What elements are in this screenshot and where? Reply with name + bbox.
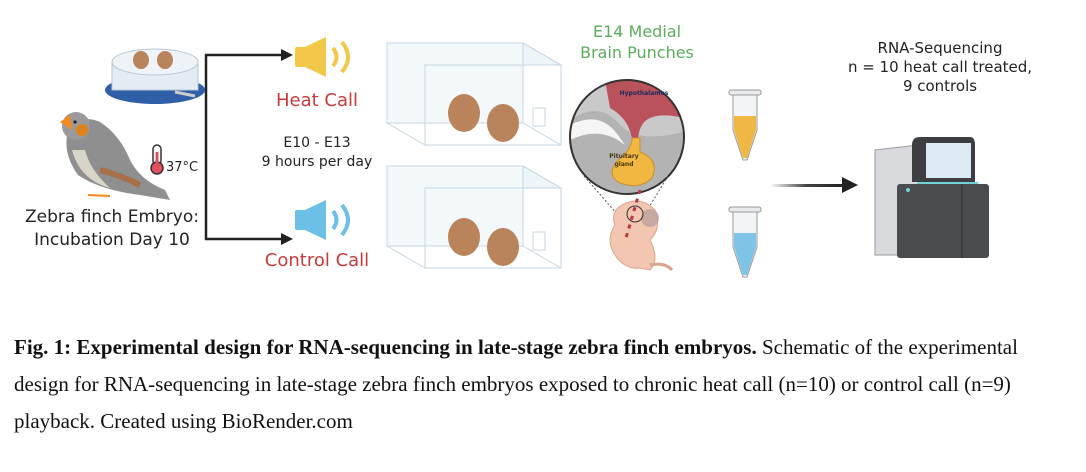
zebra-finch-icon (60, 112, 170, 200)
brain-title-line1: E14 Medial (592, 22, 682, 41)
subject-label-line2: Incubation Day 10 (34, 230, 190, 250)
brain-section-icon (569, 79, 685, 223)
arrow-icon (281, 233, 293, 245)
experimental-design-diagram: 37°C Zebra finch Embryo: Incubation Day … (25, 22, 1033, 278)
diagram-graphics (60, 37, 989, 278)
egg-box-icon (385, 42, 563, 146)
schedule-line2: 9 hours per day (261, 154, 373, 170)
incubator-icon (105, 48, 205, 104)
speaker-heat-icon (295, 37, 350, 77)
sequencing-line3: 9 controls (902, 77, 978, 95)
arrow-icon (842, 177, 858, 193)
egg-box-icon (385, 165, 563, 269)
pituitary-label-line1: Pituitary (609, 153, 639, 160)
schedule-line1: E10 - E13 (283, 135, 351, 151)
arrow-icon (770, 184, 842, 187)
brain-title-line2: Brain Punches (580, 43, 694, 62)
subject-label-line1: Zebra finch Embryo: (25, 207, 199, 227)
hypothalamus-label: Hypothalamus (619, 90, 669, 97)
caption-title: Fig. 1: Experimental design for RNA-sequ… (14, 335, 757, 359)
thermometer-icon (150, 144, 164, 175)
pituitary-label-line2: gland (614, 161, 634, 168)
tube-blue-icon (728, 206, 762, 278)
speaker-control-icon (295, 200, 350, 240)
heat-call-label: Heat Call (275, 90, 359, 111)
sequencing-line1: RNA-Sequencing (877, 39, 1003, 57)
figure-caption: Fig. 1: Experimental design for RNA-sequ… (14, 329, 1074, 440)
embryo-icon (609, 189, 674, 272)
sequencer-icon (874, 137, 989, 258)
arrow-icon (281, 49, 293, 61)
caption-body: Schematic of the experimental design for… (14, 335, 1018, 433)
branch-arrows (204, 53, 283, 241)
sequencing-line2: n = 10 heat call treated, (847, 58, 1033, 76)
tube-yellow-icon (728, 89, 762, 161)
temperature-label: 37°C (166, 160, 199, 175)
control-call-label: Control Call (264, 250, 370, 271)
